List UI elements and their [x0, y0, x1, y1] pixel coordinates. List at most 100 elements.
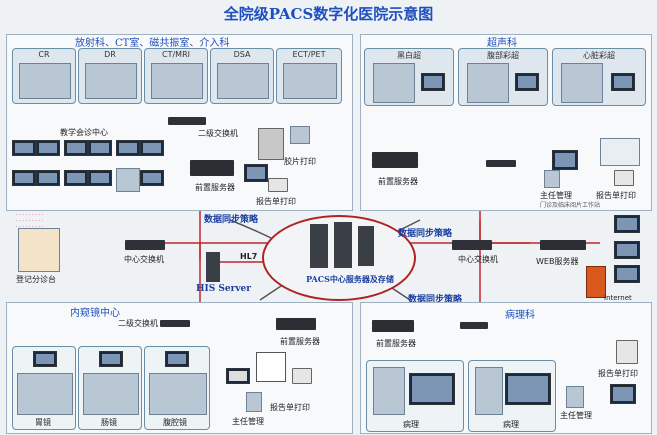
monitor-icon [88, 140, 112, 156]
monitor-icon [12, 140, 36, 156]
pathology-title: 病理科 [505, 310, 535, 321]
monitor-icon [140, 140, 164, 156]
endoscopy-unit-enteroscope: 肠镜 [78, 346, 142, 430]
ultrasound-modalities: 黑白超 腹部彩超 心脏彩超 [364, 48, 646, 106]
sync-policy-label: 数据同步策略 [408, 295, 463, 305]
front-server-icon [276, 318, 316, 330]
modality-abdominal-color-ultrasound: 腹部彩超 [458, 48, 548, 106]
ultrasound-equipment-image [467, 63, 509, 103]
pathology-unit: 病理 [468, 360, 556, 432]
page-title: 全院级PACS数字化医院示意图 [223, 5, 434, 23]
radiology-title: 放射科、CT室、磁共振室、介入科 [75, 38, 230, 49]
monitor-icon [64, 170, 88, 186]
front-server-label: 前置服务器 [195, 183, 235, 192]
radiology-modalities: CR DR CT/MRI DSA ECT/PET [12, 48, 342, 104]
dr-equipment-image [85, 63, 137, 99]
front-server-label: 前置服务器 [280, 337, 320, 346]
modality-label: DSA [233, 50, 251, 59]
pathology-unit: 病理 [366, 360, 464, 432]
front-server-icon [372, 152, 418, 168]
pathology-item-label: 病理 [403, 420, 419, 429]
film-printer-icon [258, 128, 284, 160]
pacs-server-icon [310, 224, 328, 268]
web-server-label: WEB服务器 [536, 257, 579, 266]
monitor-icon [505, 373, 551, 405]
remote-workstations [610, 215, 648, 285]
hl7-label: HL7 [240, 252, 258, 261]
switch-icon [460, 322, 488, 329]
modality-label: CR [38, 50, 50, 59]
laparoscope-label: 腹腔镜 [163, 418, 187, 427]
report-print-label: 报告单打印 [270, 403, 310, 412]
ect-pet-equipment-image [283, 63, 337, 99]
gastroscope-label: 胃镜 [35, 418, 51, 427]
registration-label: 登记分诊台 [16, 275, 56, 284]
monitor-icon [165, 351, 189, 367]
laparoscope-image [149, 373, 207, 415]
film-image [290, 126, 310, 144]
modality-label: DR [104, 50, 116, 59]
director-label: 主任管理 [232, 417, 264, 426]
internet-label: Internet [604, 294, 632, 302]
modality-label: ECT/PET [292, 50, 326, 59]
sync-policy-label: 数据同步策略 [398, 229, 453, 239]
sync-policy-label: 数据同步策略 [204, 215, 259, 225]
modality-dr: DR [78, 48, 142, 104]
director-label: 主任管理 [540, 191, 572, 200]
center-switch-icon [452, 240, 492, 250]
modality-ect-pet: ECT/PET [276, 48, 342, 104]
doctor-image [116, 168, 140, 192]
monitor-icon [36, 140, 60, 156]
endoscopy-unit-gastroscope: 胃镜 [12, 346, 76, 430]
printer-icon [268, 178, 288, 192]
modality-label: 腹部彩超 [487, 51, 519, 60]
report-print-label: 报告单打印 [256, 197, 296, 206]
dsa-equipment-image [217, 63, 269, 99]
monitor-icon [552, 150, 578, 170]
doctor-image [566, 386, 584, 408]
registration-staff-image [18, 228, 60, 272]
projector-icon [226, 368, 250, 384]
modality-label: 黑白超 [397, 51, 421, 60]
microscope-image [475, 367, 503, 415]
secondary-switch-label: 二级交换机 [118, 319, 158, 328]
report-print-label: 报告单打印 [596, 191, 636, 200]
monitor-icon [515, 73, 539, 91]
ultrasound-equipment-image [561, 63, 603, 103]
monitor-icon [140, 170, 164, 186]
printer-icon [616, 340, 638, 364]
monitor-icon [244, 164, 268, 182]
his-server-icon [206, 252, 220, 282]
gastroscope-image [17, 373, 73, 415]
pathology-item-label: 病理 [503, 420, 519, 429]
endoscopy-title: 内窥镜中心 [70, 308, 120, 319]
modality-label: CT/MRI [162, 50, 190, 59]
pacs-server-icon [334, 222, 352, 268]
monitor-icon [64, 140, 88, 156]
center-switch-label: 中心交换机 [458, 255, 498, 264]
monitor-icon [99, 351, 123, 367]
modality-cardiac-color-ultrasound: 心脏彩超 [552, 48, 646, 106]
monitor-icon [614, 215, 640, 233]
teaching-center-workstations [12, 140, 164, 198]
enteroscope-image [83, 373, 139, 415]
director-label: 主任管理 [560, 411, 592, 420]
monitor-icon [36, 170, 60, 186]
projection-screen-icon [256, 352, 286, 382]
monitor-icon [33, 351, 57, 367]
monitor-icon [610, 384, 636, 404]
secondary-switch-icon [160, 320, 190, 327]
modality-ct-mri: CT/MRI [144, 48, 208, 104]
cr-equipment-image [19, 63, 71, 99]
front-server-label: 前置服务器 [376, 339, 416, 348]
microscope-image [373, 367, 405, 415]
report-print-label: 报告单打印 [598, 369, 638, 378]
doctor-image [544, 170, 560, 188]
ultrasound-equipment-image [373, 63, 415, 103]
ultrasound-title: 超声科 [487, 38, 517, 49]
storage-icon [358, 226, 374, 266]
monitor-icon [116, 140, 140, 156]
teaching-center-label: 教学会诊中心 [60, 128, 108, 137]
front-server-icon [372, 320, 414, 332]
endoscopy-unit-laparoscope: 腹腔镜 [144, 346, 210, 430]
